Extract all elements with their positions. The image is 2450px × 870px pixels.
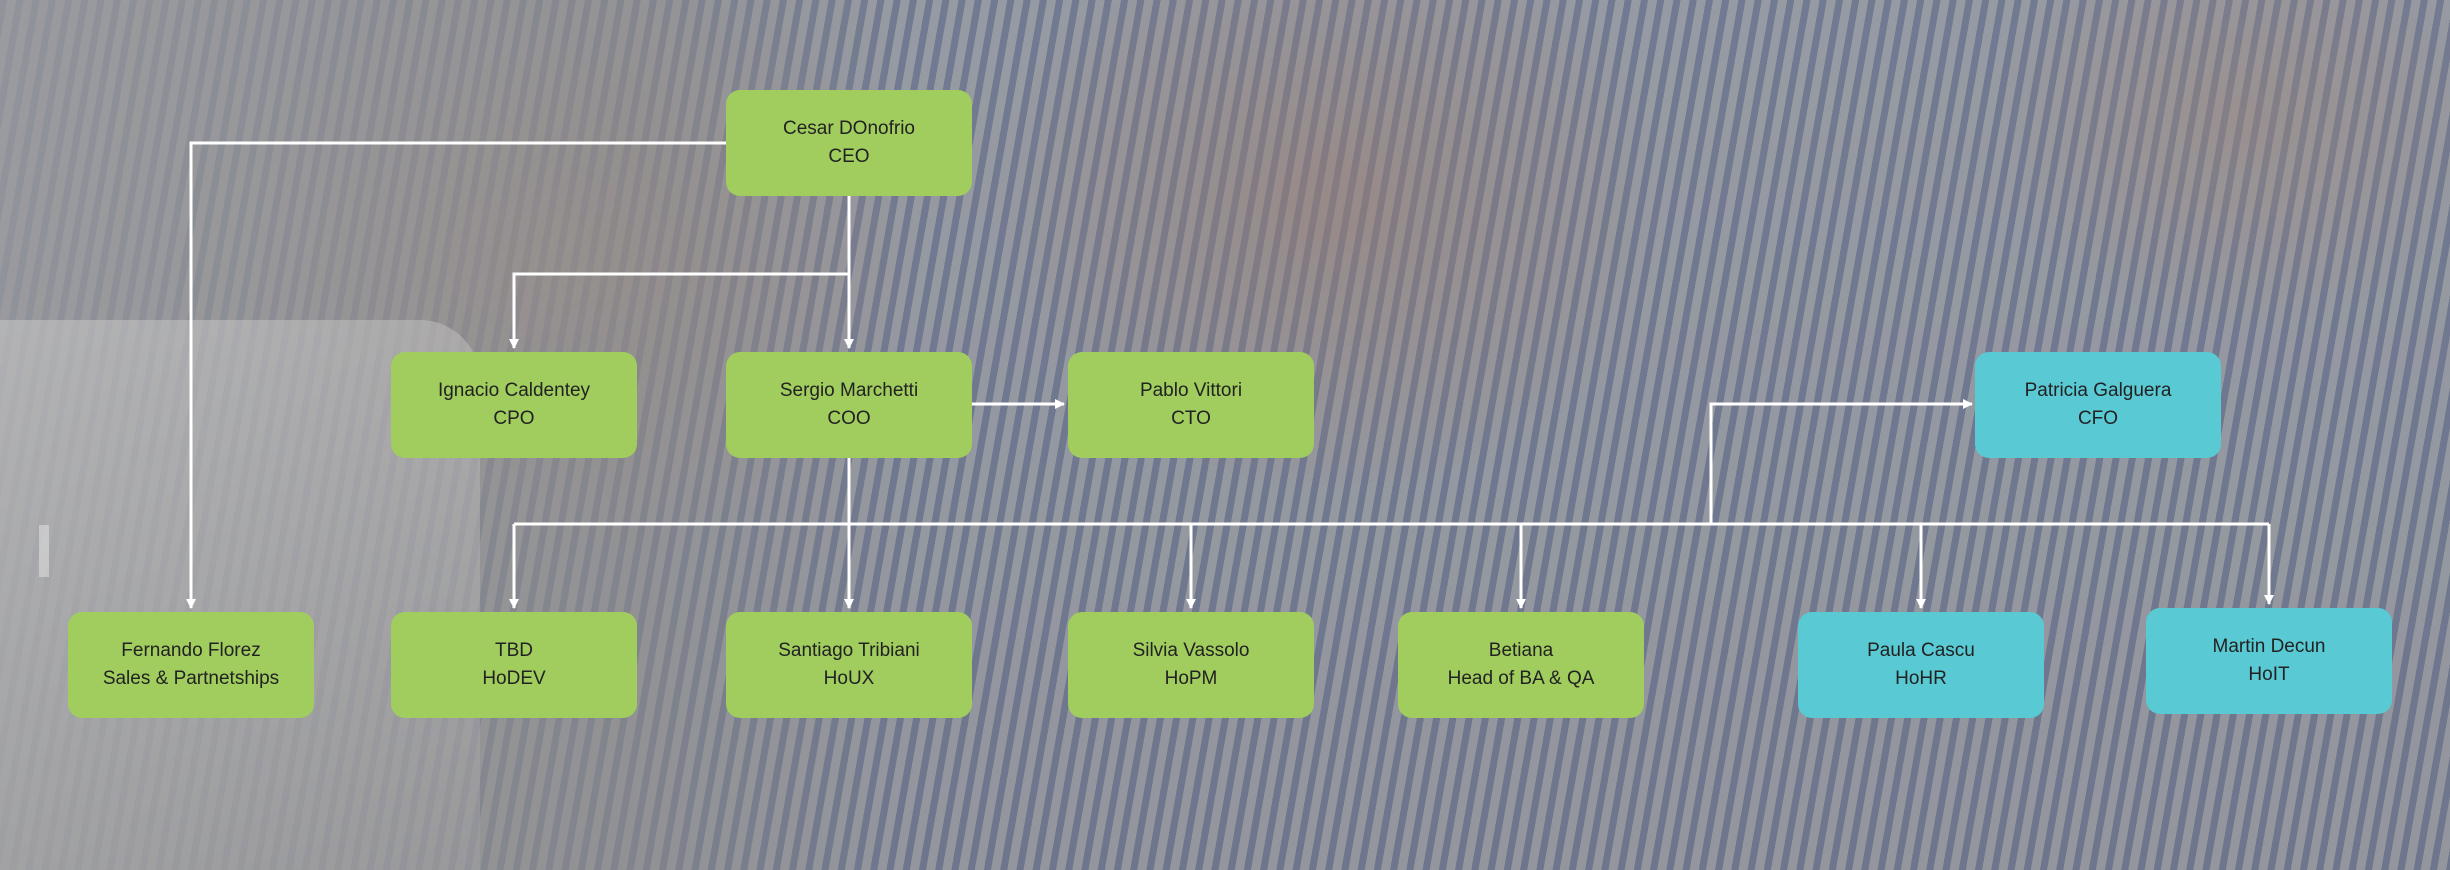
node-coo-name: Sergio Marchetti bbox=[779, 380, 919, 401]
node-houx-name: Santiago Tribiani bbox=[778, 640, 920, 661]
node-ceo[interactable]: Cesar DOnofrio CEO bbox=[726, 90, 972, 196]
node-ceo-name: Cesar DOnofrio bbox=[783, 118, 915, 139]
node-hopm-role: HoPM bbox=[1164, 668, 1218, 689]
node-hohr-role: HoHR bbox=[1895, 668, 1947, 689]
node-cpo-role: CPO bbox=[493, 408, 535, 429]
node-cfo[interactable]: Patricia Galguera CFO bbox=[1975, 352, 2221, 458]
node-cfo-name: Patricia Galguera bbox=[2024, 380, 2172, 401]
node-sales-name: Fernando Florez bbox=[121, 640, 261, 661]
node-cto-name: Pablo Vittori bbox=[1139, 380, 1243, 401]
scroll-indicator bbox=[39, 525, 49, 577]
node-cfo-role: CFO bbox=[2077, 408, 2119, 429]
node-hodev[interactable]: TBD HoDEV bbox=[391, 612, 637, 718]
node-hodev-role: HoDEV bbox=[482, 668, 546, 689]
node-hopm-name: Silvia Vassolo bbox=[1132, 640, 1250, 661]
node-ba[interactable]: Betiana Head of BA & QA bbox=[1398, 612, 1644, 718]
node-cpo-name: Ignacio Caldentey bbox=[437, 380, 591, 401]
node-ceo-role: CEO bbox=[828, 146, 870, 167]
connector-bus-cfo bbox=[1709, 399, 1973, 524]
node-houx-role: HoUX bbox=[823, 668, 875, 689]
connector-ceo-sales bbox=[186, 141, 726, 609]
node-hodev-name: TBD bbox=[495, 640, 533, 661]
node-cpo[interactable]: Ignacio Caldentey CPO bbox=[391, 352, 637, 458]
node-ba-role: Head of BA & QA bbox=[1447, 668, 1595, 689]
node-hoit-role: HoIT bbox=[2248, 664, 2290, 685]
connector-ceo-cpo bbox=[509, 272, 849, 349]
node-cto[interactable]: Pablo Vittori CTO bbox=[1068, 352, 1314, 458]
node-hopm[interactable]: Silvia Vassolo HoPM bbox=[1068, 612, 1314, 718]
node-hohr[interactable]: Paula Cascu HoHR bbox=[1798, 612, 2044, 718]
node-hohr-name: Paula Cascu bbox=[1867, 640, 1975, 661]
node-sales-role: Sales & Partnetships bbox=[102, 668, 280, 689]
node-cto-role: CTO bbox=[1171, 408, 1211, 429]
node-ba-name: Betiana bbox=[1488, 640, 1554, 661]
node-sales[interactable]: Fernando Florez Sales & Partnetships bbox=[68, 612, 314, 718]
node-coo-role: COO bbox=[827, 408, 871, 429]
node-hoit[interactable]: Martin Decun HoIT bbox=[2146, 608, 2392, 714]
node-houx[interactable]: Santiago Tribiani HoUX bbox=[726, 612, 972, 718]
node-coo[interactable]: Sergio Marchetti COO bbox=[726, 352, 972, 458]
node-hoit-name: Martin Decun bbox=[2212, 636, 2326, 657]
